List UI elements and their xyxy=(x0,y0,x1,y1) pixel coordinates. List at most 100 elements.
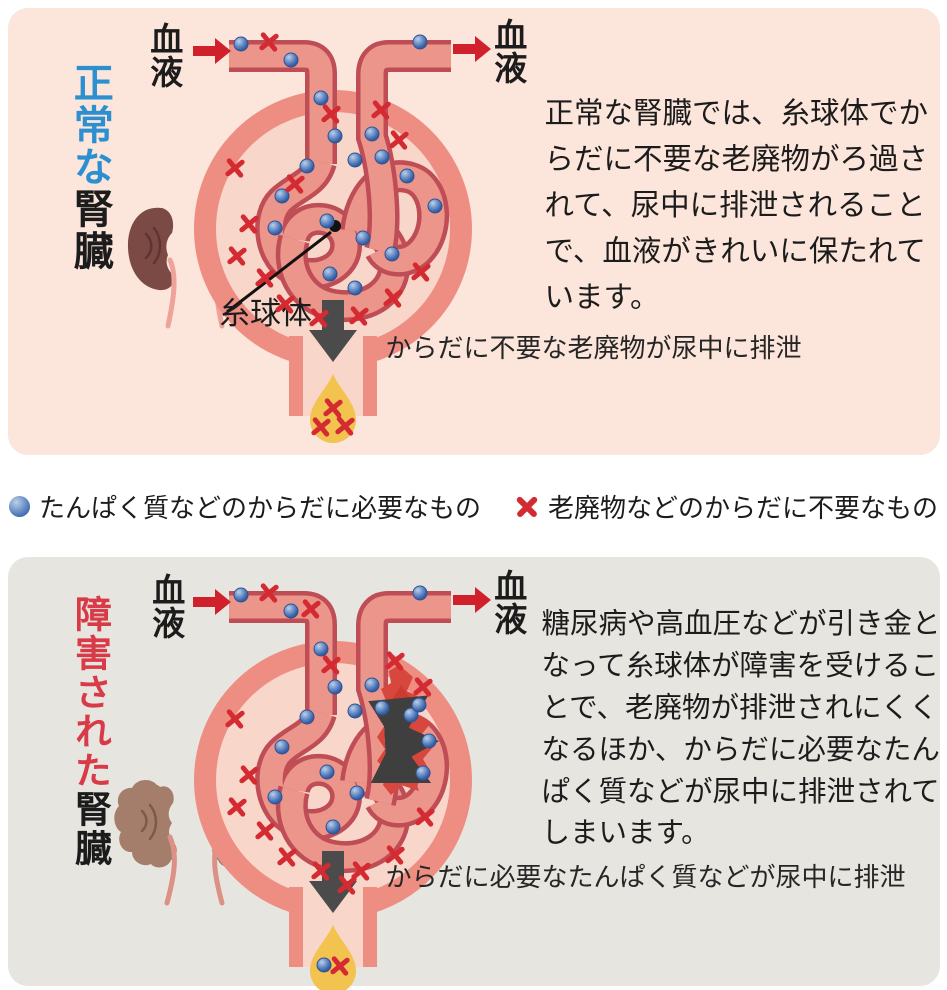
blood-label-out: 血液 xyxy=(488,569,528,635)
waste-cross-icon xyxy=(322,398,343,418)
waste-cross-icon xyxy=(370,100,391,120)
glomerulus-pointer-line xyxy=(225,230,332,314)
tubule-wall-right xyxy=(362,887,377,967)
protein-dot-icon xyxy=(233,36,248,52)
protein-dot-icon xyxy=(283,52,298,68)
waste-cross-icon xyxy=(410,262,431,282)
protein-dot-icon xyxy=(267,789,282,805)
waste-cross-icon xyxy=(276,847,297,867)
protein-dot-icon xyxy=(322,266,337,282)
panel-title-damaged: 障害された腎臓 xyxy=(68,595,112,868)
waste-cross-icon xyxy=(258,32,279,52)
protein-dot-icon xyxy=(412,34,427,50)
protein-dot-icon xyxy=(415,765,430,781)
protein-dot-icon xyxy=(349,785,364,801)
kidney-left xyxy=(113,779,177,906)
waste-cross-icon xyxy=(226,246,247,266)
waste-cross-icon xyxy=(258,583,279,603)
urine-caption: からだに不要な老廃物が尿中に排泄 xyxy=(385,334,802,364)
protein-dot-icon xyxy=(412,585,427,601)
filtration-markers xyxy=(224,32,442,437)
ureter-left xyxy=(164,834,177,906)
glomerulus-diagram-normal: 糸球体 xyxy=(192,32,491,443)
waste-cross-icon xyxy=(274,294,295,314)
panel-normal-kidney: 正常な腎臓 血液 血液 xyxy=(7,8,940,455)
legend-protein-label: たんぱく質などのからだに必要なもの xyxy=(38,493,481,524)
panel-damaged-kidney: 障害された腎臓 血液 血液 xyxy=(7,557,941,990)
waste-cross-icon xyxy=(238,765,259,785)
urine-flow-arrow-icon xyxy=(308,300,357,362)
protein-dot-icon xyxy=(347,280,362,296)
ureter-left xyxy=(165,257,177,329)
protein-dot-icon xyxy=(233,587,248,603)
panel-description: 糖尿病や高血圧などが引き金となって糸球体が障害を受けることで、老廃物が排泄されに… xyxy=(541,607,941,850)
legend-item-protein: たんぱく質などのからだに必要なもの xyxy=(8,488,481,525)
protein-dot-icon xyxy=(347,703,362,719)
protein-dot-icon xyxy=(403,707,418,723)
waste-cross-icon xyxy=(329,956,350,976)
waste-cross-icon xyxy=(308,308,329,328)
protein-dot-icon xyxy=(319,213,334,229)
panel-description: 正常な腎臓では、糸球体でからだに不要な老廃物がろ過されて、尿中に排泄されることで… xyxy=(544,96,929,315)
protein-dot-icon xyxy=(421,733,436,749)
protein-dot-icon xyxy=(299,709,314,725)
leak-arrows xyxy=(367,695,439,784)
waste-cross-icon xyxy=(284,174,305,194)
protein-dot-icon xyxy=(374,149,389,165)
waste-cross-icon xyxy=(412,677,433,697)
protein-dot-icon xyxy=(364,126,379,142)
legend-item-waste: 老廃物などのからだに不要なもの xyxy=(515,488,938,525)
protein-dot-icon xyxy=(347,152,362,168)
waste-cross-icon xyxy=(334,416,355,436)
tubule-wall-right xyxy=(362,336,377,416)
waste-cross-icon xyxy=(320,655,341,675)
red-cross-icon xyxy=(515,494,539,518)
waste-cross-icon xyxy=(310,861,331,881)
blood-flow-arrow-out xyxy=(452,587,491,613)
waste-cross-icon xyxy=(224,709,245,729)
protein-dot-icon xyxy=(411,697,426,713)
glomerulus-diagram-damaged xyxy=(192,583,491,990)
protein-dot-icon xyxy=(327,679,342,695)
waste-cross-icon xyxy=(382,288,403,308)
protein-dot-icon xyxy=(374,700,389,716)
waste-cross-icon xyxy=(350,861,371,881)
protein-dot-icon xyxy=(299,158,314,174)
glomerulus-label: 糸球体 xyxy=(219,296,312,332)
protein-dot-icon xyxy=(399,168,414,184)
urine-flow-arrow-icon xyxy=(308,851,357,913)
urine-caption: からだに必要なたんぱく質などが尿中に排泄 xyxy=(385,863,906,893)
protein-dot-icon xyxy=(384,246,399,262)
waste-cross-icon xyxy=(310,417,331,437)
protein-dot-icon xyxy=(283,603,298,619)
blood-label-in: 血液 xyxy=(146,573,186,639)
filtration-markers xyxy=(224,583,436,976)
kidney-left xyxy=(127,207,177,329)
panel-title-damaged-rest: 腎臓 xyxy=(68,790,112,868)
tubule-wall-left xyxy=(288,887,303,967)
waste-cross-icon xyxy=(254,821,275,841)
panel-title-normal-highlight: 正常な xyxy=(66,62,113,188)
waste-cross-icon xyxy=(348,306,369,326)
protein-dot-icon xyxy=(313,90,328,106)
blood-flow-arrow-in xyxy=(192,38,231,64)
protein-dot-icon xyxy=(274,739,289,755)
panel-title-normal-rest: 腎臓 xyxy=(66,188,113,272)
blood-label-in: 血液 xyxy=(144,22,184,88)
waste-cross-icon xyxy=(336,875,357,895)
protein-dot-icon xyxy=(319,764,334,780)
waste-cross-icon xyxy=(388,130,409,150)
protein-dot-icon xyxy=(427,198,442,214)
blood-flow-arrow-out xyxy=(452,36,491,62)
waste-cross-icon xyxy=(414,807,435,827)
waste-cross-icon xyxy=(238,214,259,234)
protein-dot-icon xyxy=(313,641,328,657)
waste-cross-icon xyxy=(320,104,341,124)
waste-cross-icon xyxy=(300,599,321,619)
waste-cross-icon xyxy=(226,797,247,817)
blood-label-out: 血液 xyxy=(488,18,528,84)
blood-flow-arrow-in xyxy=(192,589,231,615)
protein-dot-icon xyxy=(325,819,340,835)
waste-cross-icon xyxy=(384,651,405,671)
